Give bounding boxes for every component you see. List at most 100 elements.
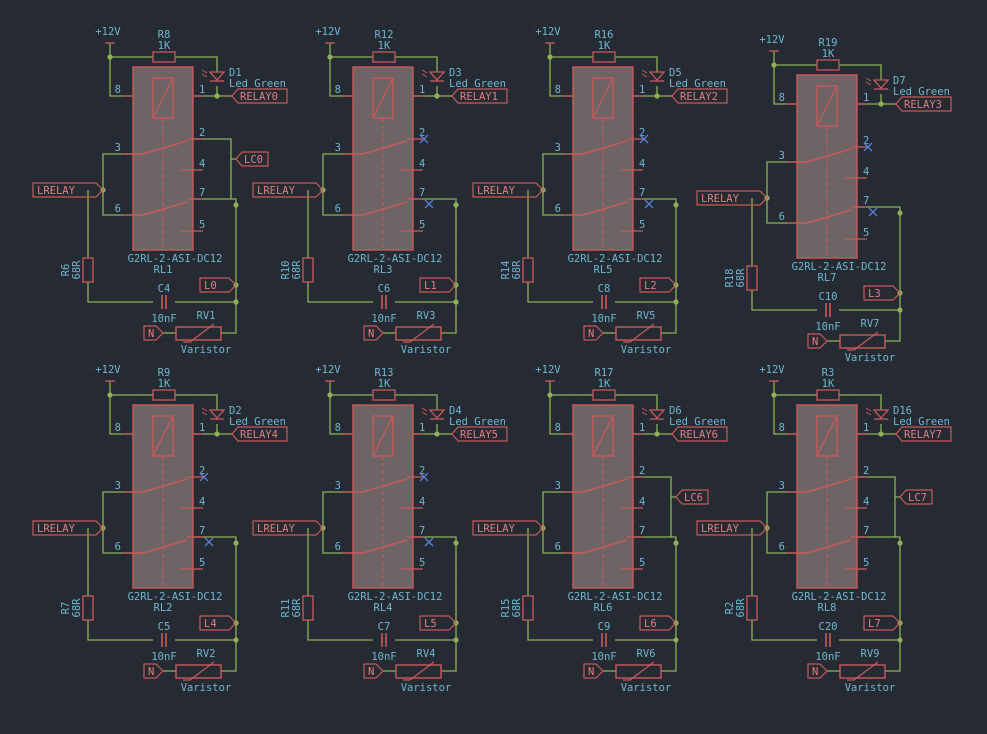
relay-coil-slash	[592, 77, 614, 119]
capacitor-value: 10nF	[591, 651, 616, 663]
led-icon	[428, 409, 446, 419]
led-value: Led_Green	[893, 86, 950, 98]
resistor-ref: R9	[158, 367, 171, 379]
resistor-value: 1K	[378, 378, 391, 390]
varistor-ref: RV6	[637, 648, 656, 660]
relay-coil-slash	[816, 85, 838, 127]
led-ref: D7	[893, 75, 906, 87]
resistor-68r-value: 68R	[735, 598, 747, 618]
pin-number-7: 7	[419, 525, 425, 537]
relay-contact-2	[797, 539, 852, 554]
resistor-68r-value: 68R	[511, 598, 523, 618]
capacitor-ref: C20	[819, 621, 838, 633]
line-net-label: L2	[644, 280, 657, 292]
relay-net-label: RELAY3	[904, 99, 942, 111]
relay-body	[796, 404, 858, 589]
capacitor-ref: C9	[598, 621, 611, 633]
wire-rb-cap	[751, 620, 817, 641]
relay-value: G2RL-2-ASI-DC12	[128, 591, 223, 603]
led-emission-icon	[641, 69, 648, 78]
pin-number-1: 1	[639, 422, 645, 434]
wire-rb-cap	[751, 290, 817, 311]
varistor-icon	[839, 664, 886, 679]
resistor-ref: R8	[158, 29, 171, 41]
relay-contact-terminals	[181, 476, 193, 570]
relay-contact-2	[353, 539, 408, 554]
neutral-net-label-shape	[583, 663, 604, 679]
line-net-label: L4	[204, 618, 217, 630]
capacitor-icon	[825, 633, 831, 647]
led-icon	[648, 71, 666, 81]
varistor-ref: RV5	[637, 310, 656, 322]
varistor-slash	[183, 661, 215, 681]
relay-body	[572, 66, 634, 251]
resistor-68r-value: 68R	[511, 260, 523, 280]
junction-dot	[233, 299, 239, 305]
pin-number-4: 4	[863, 166, 869, 178]
junction-dot	[434, 431, 440, 437]
lrelay-net-label: LRELAY	[701, 523, 740, 535]
relay-contact-terminals	[401, 138, 413, 232]
led-emission-icon	[865, 77, 872, 86]
wire-pin7-rail	[857, 536, 901, 672]
capacitor-ref: C6	[378, 283, 391, 295]
pin-number-6: 6	[115, 541, 121, 553]
varistor-icon	[839, 334, 886, 349]
led-icon	[648, 409, 666, 419]
pin-number-1: 1	[199, 84, 205, 96]
pin-number-5: 5	[639, 557, 645, 569]
relay-contact-terminals	[845, 146, 857, 240]
relay-contact-1	[573, 140, 628, 155]
wire-rb-cap	[87, 282, 153, 303]
led-icon	[872, 79, 890, 89]
line-net-label-shape	[199, 277, 237, 293]
pin-number-1: 1	[639, 84, 645, 96]
resistor-1k	[592, 51, 616, 63]
led-ref: D6	[669, 405, 682, 417]
junction-dot	[673, 202, 679, 208]
resistor-1k	[152, 389, 176, 401]
resistor-68r-value: 68R	[71, 260, 83, 280]
neutral-net-label: N	[588, 666, 594, 678]
capacitor-value: 10nF	[151, 313, 176, 325]
line-net-label-shape	[639, 615, 677, 631]
varistor-value: Varistor	[621, 682, 672, 694]
pin-number-7: 7	[199, 187, 205, 199]
relay-net-label-shape	[231, 88, 288, 104]
led-ref: D5	[669, 67, 682, 79]
junction-dot	[233, 540, 239, 546]
pin-number-6: 6	[115, 203, 121, 215]
pin-number-1: 1	[419, 84, 425, 96]
resistor-68r-value: 68R	[735, 268, 747, 288]
varistor-slash	[403, 661, 435, 681]
resistor-68r-ref: R14	[500, 261, 512, 280]
lrelay-net-label: LRELAY	[701, 193, 740, 205]
junction-dot	[453, 299, 459, 305]
wire-rb-cap	[527, 282, 593, 303]
pin-number-2: 2	[639, 127, 645, 139]
pin-number-1: 1	[419, 422, 425, 434]
capacitor-ref: C4	[158, 283, 171, 295]
resistor-1k	[816, 389, 840, 401]
pin-number-4: 4	[199, 496, 205, 508]
capacitor-value: 10nF	[151, 651, 176, 663]
junction-dot	[453, 540, 459, 546]
relay-ref: RL6	[594, 602, 613, 614]
neutral-net-label-shape	[807, 663, 828, 679]
relay-net-label: RELAY1	[460, 91, 498, 103]
relay-contact-1	[353, 478, 408, 493]
wire-resistor-led	[615, 394, 658, 410]
junction-dot	[878, 431, 884, 437]
capacitor-ref: C10	[819, 291, 838, 303]
resistor-68r	[302, 257, 314, 283]
capacitor-value: 10nF	[815, 651, 840, 663]
